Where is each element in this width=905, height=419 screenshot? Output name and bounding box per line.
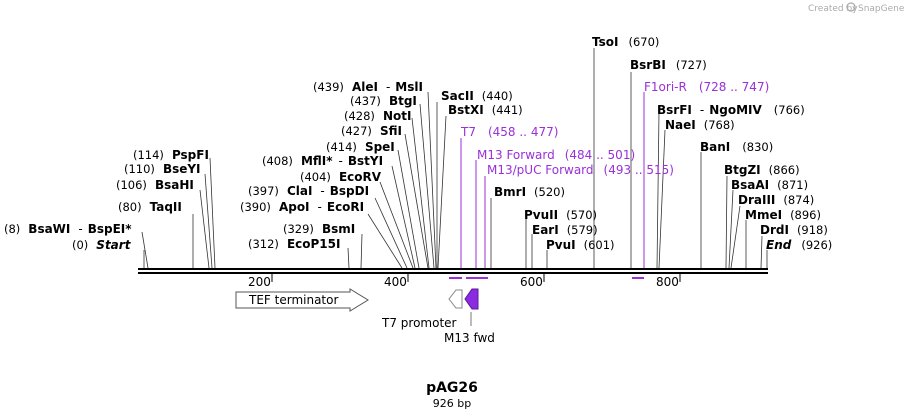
site-label-btgzi: BtgZI(866) — [724, 163, 800, 177]
site-label-alei: (439)AleI-MslI — [313, 80, 423, 94]
site-line — [367, 213, 403, 269]
site-label-ecorv: (404)EcoRV — [300, 170, 382, 184]
site-label-bmri: BmrI(520) — [494, 185, 565, 199]
site-label-pspfi: (114)PspFI — [133, 148, 209, 162]
site-labels: (0)Start (8)BsaWI-BspEI* (80)TaqII (106)… — [4, 35, 832, 252]
site-line — [397, 149, 420, 269]
site-label-bstxi: BstXI(441) — [448, 103, 523, 117]
primer-bar-t7 — [449, 277, 462, 279]
feature-label-t7-promoter: T7 promoter — [381, 316, 457, 330]
site-line — [728, 189, 734, 269]
site-line — [374, 197, 408, 269]
site-label-bseyi: (110)BseYI — [124, 162, 201, 176]
site-label-taqii: (80)TaqII — [118, 200, 182, 214]
backbone — [138, 268, 768, 274]
features: TEF terminator T7 promoter M13 fwd — [235, 288, 495, 345]
primer-label-t7: T7(458 .. 477) — [460, 125, 558, 139]
site-line — [141, 231, 149, 269]
primer-label-f1ori-r: F1ori-R(728 .. 747) — [644, 80, 769, 94]
credit-brand: SnapGene — [858, 4, 905, 14]
primer-labels: T7(458 .. 477) M13 Forward(484 .. 501) M… — [460, 80, 769, 177]
site-label-mfli: (408)MflI*-BstYI — [262, 154, 383, 168]
primer-bar-m13-puc — [477, 277, 488, 279]
site-label-naei: NaeI(768) — [665, 118, 735, 132]
site-line — [347, 247, 350, 269]
feature-label-tef-terminator: TEF terminator — [248, 293, 338, 307]
site-label-eari: EarI(579) — [532, 223, 598, 237]
site-line — [360, 233, 363, 269]
site-line — [658, 129, 666, 269]
primer-label-m13-forward: M13 Forward(484 .. 501) — [477, 148, 635, 162]
backbone-line-top — [138, 268, 768, 270]
plasmid-length: 926 bp — [433, 397, 471, 410]
site-label-bsahi: (106)BsaHI — [116, 178, 194, 192]
site-label-pvui: PvuI(601) — [546, 238, 615, 252]
site-label-bsrfi: BsrFI-NgoMIV(766) — [657, 103, 805, 117]
ruler-label: 800 — [656, 275, 679, 289]
site-line — [391, 165, 416, 269]
site-line — [379, 181, 414, 269]
site-label-noti: (428)NotI — [344, 109, 411, 123]
snapgene-logo-icon — [846, 2, 856, 12]
site-label-drdi: DrdI(918) — [760, 223, 828, 237]
site-line — [209, 157, 216, 269]
site-lines — [141, 48, 768, 269]
site-line — [725, 175, 728, 269]
site-label-ecop15i: (312)EcoP15I — [248, 237, 340, 251]
site-line — [204, 173, 213, 269]
site-line — [427, 91, 437, 269]
site-label-clai: (397)ClaI-BspDI — [248, 184, 369, 198]
ruler-label: 400 — [384, 275, 407, 289]
feature-label-m13-fwd: M13 fwd — [444, 331, 495, 345]
primer-bar-m13-forward — [466, 277, 479, 279]
site-line — [199, 189, 210, 269]
tef-terminator-arrow — [235, 288, 369, 312]
site-label-draiii: DraIII(874) — [738, 193, 814, 207]
backbone-line-bottom — [138, 272, 768, 274]
ruler: 200 400 600 800 — [248, 274, 681, 289]
primer-label-m13-puc-forward: M13/pUC Forward(493 .. 515) — [487, 163, 674, 177]
site-label-bsrbi: BsrBI(727) — [630, 58, 707, 72]
plasmid-name: pAG26 — [426, 380, 478, 396]
site-label-btgi: (437)BtgI — [350, 94, 417, 108]
site-line — [419, 103, 435, 269]
site-label-spei: (414)SpeI — [326, 140, 395, 154]
site-label-sfii: (427)SfiI — [341, 124, 402, 138]
credit-text: Created by — [808, 4, 858, 14]
primer-bar-f1ori — [632, 277, 644, 279]
site-line — [411, 117, 430, 269]
primer-bars — [449, 277, 644, 279]
site-label-pvuii: PvuII(570) — [524, 208, 597, 222]
site-label-tsoi: TsoI(670) — [592, 35, 659, 49]
site-label-bsaai: BsaAI(871) — [731, 178, 808, 192]
site-line — [404, 133, 429, 269]
site-label-bsmi: (329)BsmI — [283, 222, 355, 236]
site-label-sacii: SacII(440) — [441, 89, 513, 103]
primer-lines — [460, 92, 645, 268]
snapgene-credit: Created by SnapGene — [808, 2, 905, 14]
site-label-mmei: MmeI(896) — [745, 208, 821, 222]
site-line — [437, 115, 447, 269]
site-label-apoi: (390)ApoI-EcoRI — [240, 200, 364, 214]
site-line — [656, 111, 660, 269]
ruler-label: 200 — [248, 275, 271, 289]
site-line — [760, 235, 763, 269]
site-label-start: (0)Start — [72, 238, 132, 252]
m13-fwd-arrow — [464, 288, 479, 310]
site-label-bani: BanI(830) — [700, 140, 773, 154]
site-line — [730, 205, 741, 269]
ruler-label: 600 — [520, 275, 543, 289]
site-label-bsawi: (8)BsaWI-BspEI* — [4, 222, 132, 236]
site-label-end: End(926) — [766, 238, 832, 252]
t7-promoter-arrow — [448, 289, 463, 309]
